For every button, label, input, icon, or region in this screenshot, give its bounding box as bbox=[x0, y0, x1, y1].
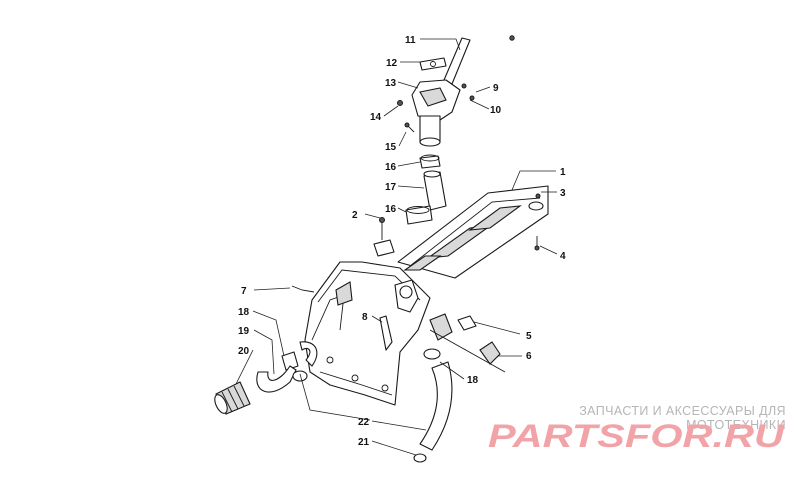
part-4-screw bbox=[534, 236, 540, 251]
part-13-throttle-body bbox=[411, 79, 461, 147]
callout-7: 7 bbox=[241, 286, 247, 297]
part-18-clamp-right bbox=[423, 348, 441, 360]
part-18-clamp-left bbox=[281, 351, 299, 371]
part-20-bellows bbox=[214, 381, 251, 415]
part-7-wire bbox=[291, 285, 315, 293]
callout-18-left: 18 bbox=[238, 307, 250, 318]
callout-20: 20 bbox=[238, 346, 250, 357]
callout-5: 5 bbox=[526, 331, 532, 342]
callout-22: 22 bbox=[358, 417, 370, 428]
callout-12: 12 bbox=[386, 58, 398, 69]
callout-13: 13 bbox=[385, 78, 397, 89]
callout-4: 4 bbox=[560, 251, 566, 262]
part-16-clamp-upper bbox=[419, 154, 441, 169]
part-17-coupler bbox=[423, 170, 447, 211]
airbox-housing bbox=[304, 261, 431, 406]
brand-logo-text: PARTSFOR.RU bbox=[488, 418, 785, 454]
part-1-cover-plate bbox=[397, 185, 549, 279]
callout-2: 2 bbox=[352, 210, 358, 221]
callout-18-right: 18 bbox=[467, 375, 479, 386]
callout-17: 17 bbox=[385, 182, 397, 193]
callout-3: 3 bbox=[560, 188, 566, 199]
part-2-bolt-and-mount bbox=[373, 217, 395, 257]
leader-lines bbox=[235, 38, 558, 456]
callout-19: 19 bbox=[238, 326, 250, 337]
callout-8: 8 bbox=[362, 312, 368, 323]
callout-10: 10 bbox=[490, 105, 502, 116]
part-5-bracket bbox=[429, 313, 477, 341]
part-11-tube bbox=[443, 37, 471, 85]
brand-logo: PARTSFOR.RU bbox=[488, 418, 785, 454]
part-6-sensor bbox=[429, 329, 506, 373]
part-19-elbow-hose bbox=[256, 341, 318, 393]
part-9-hose bbox=[469, 35, 515, 91]
callout-16-upper: 16 bbox=[385, 162, 397, 173]
callout-15: 15 bbox=[385, 142, 397, 153]
callout-1: 1 bbox=[560, 167, 566, 178]
part-12-gasket bbox=[419, 57, 447, 71]
callout-11: 11 bbox=[405, 35, 416, 46]
callout-16-lower: 16 bbox=[385, 204, 397, 215]
part-14-nut bbox=[397, 100, 403, 106]
part-8-clip bbox=[379, 315, 393, 351]
part-3-grommet bbox=[528, 193, 544, 211]
part-21-clamp bbox=[413, 453, 427, 463]
callout-6: 6 bbox=[526, 351, 532, 362]
part-10-fitting bbox=[461, 83, 475, 101]
callout-21: 21 bbox=[358, 437, 370, 448]
callout-14: 14 bbox=[370, 112, 382, 123]
part-16-clamp-lower bbox=[405, 205, 433, 225]
brand-caption: ЗАПЧАСТИ И АКСЕССУАРЫ ДЛЯ МОТОТЕХНИКИ bbox=[579, 404, 786, 432]
callout-9: 9 bbox=[493, 83, 499, 94]
part-15-screw bbox=[404, 122, 415, 133]
part-22-intake-hose bbox=[419, 361, 453, 451]
